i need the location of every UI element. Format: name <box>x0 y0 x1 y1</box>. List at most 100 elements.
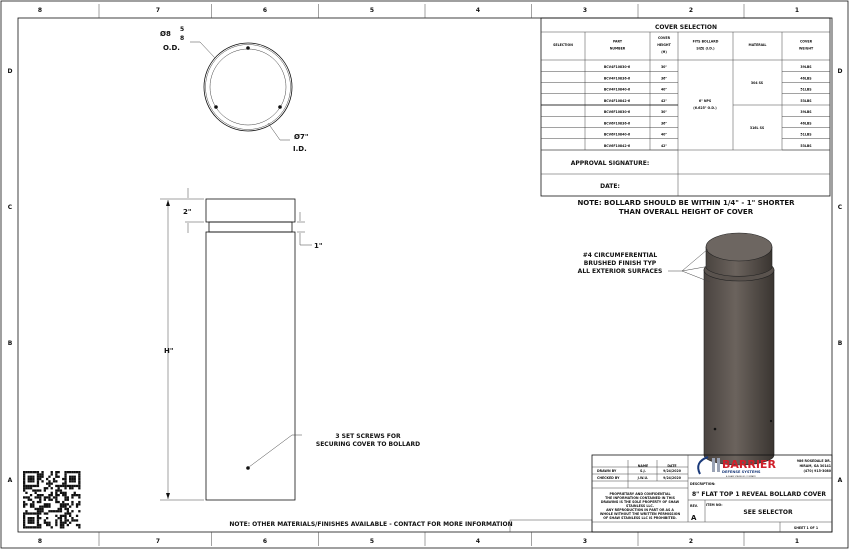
part-number: BCV6F10830-6 <box>604 110 631 114</box>
cover-height: 30" <box>661 110 667 114</box>
logo-subtitle: DEFENSE SYSTEMS <box>722 470 761 474</box>
reveal-dimension: 1" <box>314 242 323 250</box>
table-row[interactable]: BCV4F10836-6 36" 46LBS <box>541 72 830 83</box>
cover-height: 40" <box>661 133 667 137</box>
address-line: HIRAM, GA 30141 <box>799 464 831 468</box>
materials-note: NOTE: OTHER MATERIALS/FINISHES AVAILABLE… <box>229 521 512 528</box>
company-logo: BARRIER DEFENSE SYSTEMS A SHAW STAINLESS… <box>697 456 776 478</box>
selection-cell[interactable] <box>542 72 584 82</box>
proprietary-notice: WHOLE WITHOUT THE WRITTEN PERMISSION <box>600 512 681 516</box>
table-header: FITS BOLLARD <box>693 40 719 44</box>
zone-column-label: 4 <box>476 538 480 545</box>
zone-column-label: 1 <box>795 538 799 545</box>
set-screw-icon <box>278 105 282 109</box>
top-view: Ø8 5 8 O.D. Ø7" I.D. <box>160 26 308 153</box>
part-number: BCV4F10840-6 <box>604 88 631 92</box>
selection-cell[interactable] <box>542 139 584 149</box>
table-header: WEIGHT <box>799 47 814 51</box>
part-number: BCV4F10830-6 <box>604 65 631 69</box>
selection-cell[interactable] <box>542 83 584 93</box>
id-dimension: Ø7" <box>294 133 308 141</box>
table-header: PART <box>613 40 623 44</box>
drawn-by: S.J. <box>640 469 646 473</box>
set-screw-icon <box>214 105 218 109</box>
cover-height: 42" <box>661 144 667 148</box>
table-title: COVER SELECTION <box>655 24 717 31</box>
selection-cell[interactable] <box>542 106 584 116</box>
zone-column-label: 8 <box>38 7 42 14</box>
address-line: (470) 915-3080 <box>803 469 831 473</box>
zone-row-label: D <box>8 68 13 75</box>
set-screw-icon <box>246 46 250 50</box>
iso-view: #4 CIRCUMFERENTIAL BRUSHED FINISH TYP AL… <box>578 232 775 466</box>
cover-selection-table: COVER SELECTIONSELECTIONPARTNUMBERCOVERH… <box>540 17 831 197</box>
address-line: 986 ROSEDALE DR. <box>797 459 831 463</box>
cover-height: 36" <box>661 121 667 125</box>
table-header: MATERIAL <box>749 43 767 47</box>
revision: A <box>691 514 697 522</box>
zone-row-label: A <box>838 477 843 484</box>
name-header: NAME <box>638 464 648 468</box>
selection-cell[interactable] <box>542 128 584 138</box>
selection-cell[interactable] <box>542 117 584 127</box>
approval-signature-field[interactable] <box>679 151 829 173</box>
checked-date: 9/24/2020 <box>663 476 682 480</box>
cover-height: 40" <box>661 88 667 92</box>
proprietary-notice: ANY REPRODUCTION IN PART OR AS A <box>606 508 674 512</box>
zone-column-label: 1 <box>795 7 799 14</box>
bollard-note: NOTE: BOLLARD SHOULD BE WITHIN 1/4" - 1"… <box>577 199 795 207</box>
cover-weight: 39LBS <box>800 110 812 114</box>
cap-height-dimension: 2" <box>183 208 192 216</box>
od-fraction-num: 5 <box>180 26 184 33</box>
finish-callout-2: BRUSHED FINISH TYP <box>584 260 657 267</box>
date-label: DATE: <box>600 183 620 190</box>
od-fraction-den: 8 <box>180 35 184 42</box>
zone-column-label: 5 <box>370 538 374 545</box>
rev-label: REV. <box>690 504 698 508</box>
zone-row-label: B <box>838 340 843 347</box>
selection-cell[interactable] <box>542 94 584 104</box>
table-header: COVER <box>658 36 671 40</box>
cover-height: 36" <box>661 76 667 80</box>
overall-height-dimension: H" <box>164 347 174 355</box>
table-header: COVER <box>800 40 813 44</box>
part-number: BCV4F10842-6 <box>604 99 631 103</box>
table-header: HEIGHT <box>657 43 671 47</box>
zone-column-label: 4 <box>476 7 480 14</box>
small-print-box <box>509 519 593 533</box>
zone-column-label: 3 <box>583 7 587 14</box>
material-304: 304 SS <box>751 81 764 85</box>
proprietary-notice: THE INFORMATION CONTAINED IN THIS <box>605 496 675 500</box>
zone-column-label: 6 <box>263 538 267 545</box>
description-label: DESCRIPTION: <box>690 482 715 486</box>
material-316l: 316L SS <box>750 126 765 130</box>
finish-callout: #4 CIRCUMFERENTIAL <box>583 252 658 259</box>
part-number: BCV4F10836-6 <box>604 76 631 80</box>
id-label: I.D. <box>293 145 307 153</box>
selection-cell[interactable] <box>542 61 584 71</box>
date-header: DATE <box>667 464 676 468</box>
side-view: 2" 1" H" 3 SET SCREWS FOR SECURING COVER… <box>160 188 420 501</box>
cover-weight: 39LBS <box>800 65 812 69</box>
cover-weight: 46LBS <box>800 76 812 80</box>
zone-row-label: D <box>838 68 843 75</box>
checked-by: J.W.U. <box>637 476 649 480</box>
cover-weight: 53LBS <box>800 99 812 103</box>
zone-column-label: 2 <box>689 7 693 14</box>
approval-signature-label: APPROVAL SIGNATURE: <box>571 160 650 167</box>
table-row[interactable]: BCV6F10830-6 30" 39LBS <box>541 106 830 117</box>
table-header: NUMBER <box>610 47 626 51</box>
set-screw-callout: 3 SET SCREWS FOR <box>335 433 401 440</box>
description: 8" FLAT TOP 1 REVEAL BOLLARD COVER <box>692 491 826 498</box>
zone-row-label: C <box>838 204 843 211</box>
date-field[interactable] <box>679 175 829 195</box>
